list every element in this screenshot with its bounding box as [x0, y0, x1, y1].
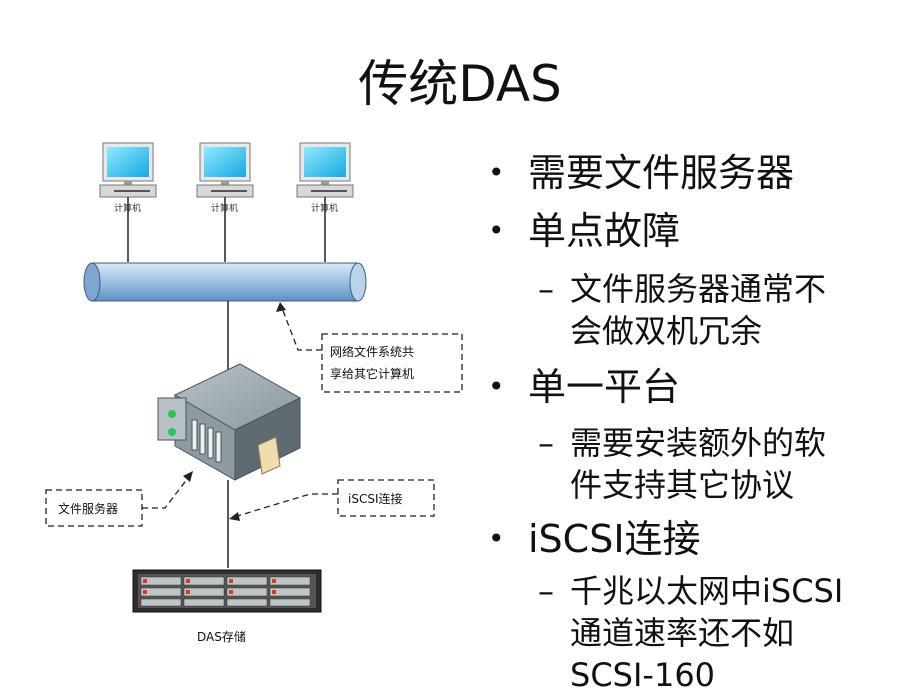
bullet-1: • 需要文件服务器	[488, 150, 794, 196]
callout-share-line-2: 享给其它计算机	[330, 366, 414, 381]
callout-file-server-text: 文件服务器	[58, 501, 118, 516]
sub-bullet-2-1: – 文件服务器通常不 会做双机冗余	[538, 268, 868, 352]
bullet-4-text: iSCSI连接	[528, 517, 701, 561]
bullet-3-text: 单一平台	[528, 365, 681, 409]
sub-bullet-2-1-line-1: 文件服务器通常不	[570, 270, 827, 308]
bullet-2: • 单点故障	[488, 208, 680, 254]
das-storage-label: DAS存储	[197, 629, 246, 644]
sub-bullet-3-1: – 需要安装额外的软 件支持其它协议	[538, 422, 868, 506]
computer-2	[196, 142, 254, 262]
bullet-dot: •	[488, 522, 505, 555]
callout-iscsi-text: iSCSI连接	[348, 491, 403, 506]
sub-bullet-3-1-line-1: 需要安装额外的软	[570, 424, 827, 462]
sub-bullet-dash: –	[538, 572, 554, 610]
sub-bullet-4-1-line-1: 千兆以太网中iSCSI	[570, 572, 844, 610]
sub-bullet-dash: –	[538, 424, 554, 462]
das-storage	[132, 569, 322, 613]
callout-share-line-1: 网络文件系统共	[330, 344, 414, 359]
callout-file-server: 文件服务器	[45, 471, 193, 527]
sub-bullet-4-1-line-2: 通道速率还不如	[570, 614, 795, 652]
sub-bullet-dash: –	[538, 270, 554, 308]
callout-share: 网络文件系统共 享给其它计算机	[276, 302, 463, 393]
computer-label-1: 计算机	[114, 202, 141, 214]
bullet-dot: •	[488, 370, 505, 403]
computer-label-3: 计算机	[311, 202, 338, 214]
computer-label-2: 计算机	[211, 202, 238, 214]
sub-bullet-2-1-line-2: 会做双机冗余	[570, 312, 763, 350]
bullet-3: • 单一平台	[488, 364, 680, 410]
computer-3	[296, 142, 354, 262]
file-server	[157, 363, 302, 481]
sub-bullet-3-1-line-2: 件支持其它协议	[570, 466, 795, 504]
sub-bullet-4-1-line-3: SCSI-160	[570, 656, 716, 694]
callout-iscsi: iSCSI连接	[229, 479, 435, 521]
bullet-dot: •	[488, 156, 505, 189]
slide-title: 传统DAS	[358, 55, 562, 113]
bullet-1-text: 需要文件服务器	[528, 151, 795, 195]
network-pipe	[83, 262, 367, 302]
bullet-2-text: 单点故障	[528, 209, 681, 253]
sub-bullet-4-1: – 千兆以太网中iSCSI 通道速率还不如 SCSI-160	[538, 570, 868, 696]
bullet-dot: •	[488, 214, 505, 247]
computer-1	[99, 142, 157, 262]
bullet-4: • iSCSI连接	[488, 516, 701, 562]
